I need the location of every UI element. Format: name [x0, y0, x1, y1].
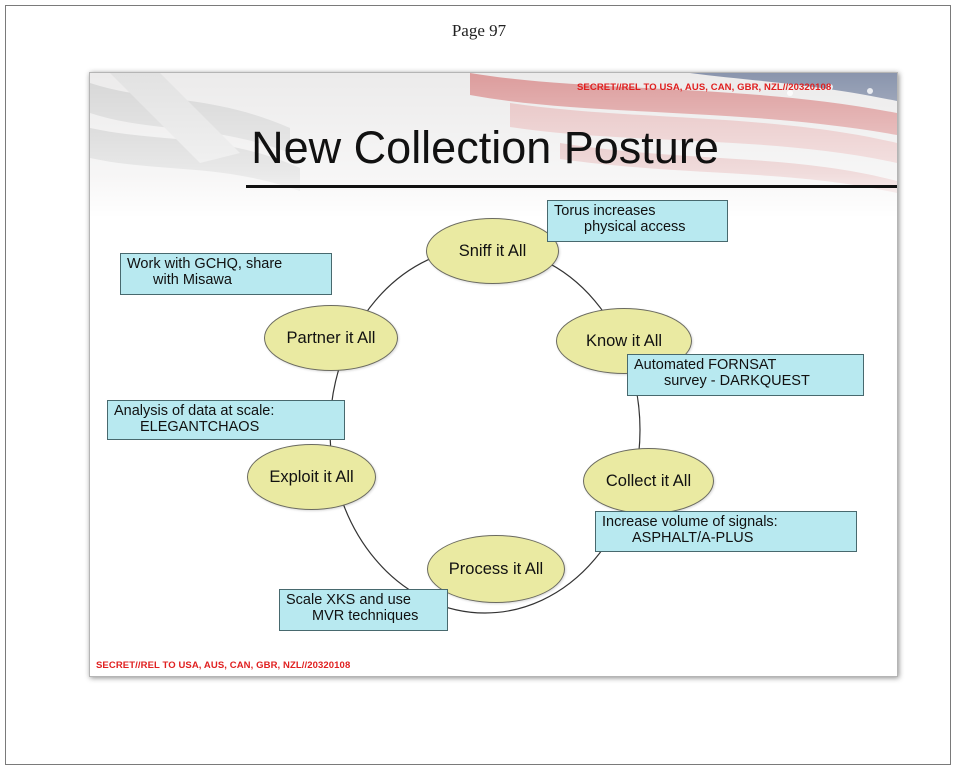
callout-process: Scale XKS and use MVR techniques	[279, 589, 448, 631]
page-number: Page 97	[451, 21, 507, 40]
callout-sniff-line2: physical access	[584, 219, 686, 235]
title-underline	[246, 185, 897, 188]
classification-banner-bottom: SECRET//REL TO USA, AUS, CAN, GBR, NZL//…	[96, 660, 351, 671]
callout-partner: Work with GCHQ, share with Misawa	[120, 253, 332, 295]
classification-banner-top: SECRET//REL TO USA, AUS, CAN, GBR, NZL//…	[577, 82, 832, 93]
node-sniff-it-all: Sniff it All	[426, 218, 559, 284]
callout-partner-line1: Work with GCHQ, share	[127, 256, 283, 272]
flag-background-image	[90, 73, 897, 218]
callout-exploit-line2: ELEGANTCHAOS	[140, 419, 260, 435]
callout-process-line1: Scale XKS and use	[286, 592, 411, 608]
slide-title: New Collection Posture	[251, 122, 719, 173]
callout-collect-line2: ASPHALT/A-PLUS	[632, 530, 754, 546]
callout-process-line2: MVR techniques	[312, 608, 419, 624]
node-partner-it-all: Partner it All	[264, 305, 398, 371]
callout-know-line1: Automated FORNSAT	[634, 357, 777, 373]
node-exploit-it-all: Exploit it All	[247, 444, 376, 510]
callout-sniff: Torus increases physical access	[547, 200, 728, 242]
callout-sniff-line1: Torus increases	[554, 203, 656, 219]
callout-exploit: Analysis of data at scale: ELEGANTCHAOS	[107, 400, 345, 440]
callout-collect: Increase volume of signals: ASPHALT/A-PL…	[595, 511, 857, 552]
callout-know-line2: survey - DARKQUEST	[664, 373, 810, 389]
callout-collect-line1: Increase volume of signals:	[602, 514, 778, 530]
callout-know: Automated FORNSAT survey - DARKQUEST	[627, 354, 864, 396]
node-collect-it-all: Collect it All	[583, 448, 714, 514]
node-process-it-all: Process it All	[427, 535, 565, 603]
node-know-it-all: Know it All	[556, 308, 692, 374]
callout-exploit-line1: Analysis of data at scale:	[114, 403, 275, 419]
slide: SECRET//REL TO USA, AUS, CAN, GBR, NZL//…	[89, 72, 898, 677]
callout-partner-line2: with Misawa	[153, 272, 232, 288]
